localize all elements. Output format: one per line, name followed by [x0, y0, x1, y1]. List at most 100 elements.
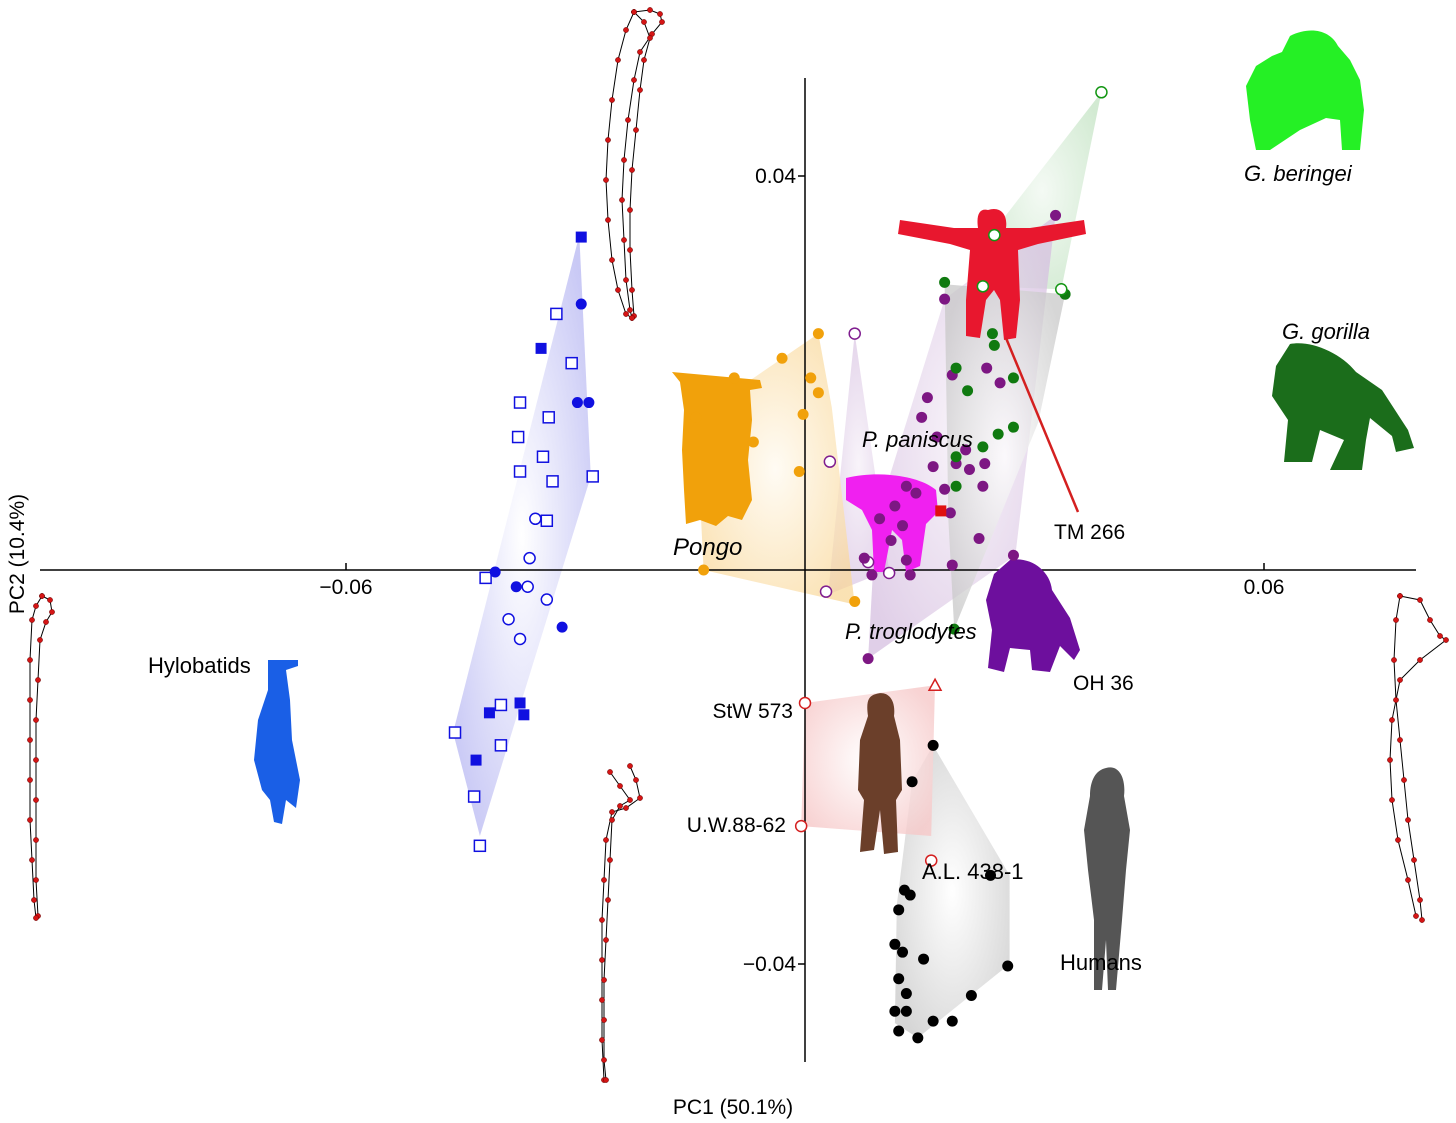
point-g-gorilla — [988, 339, 1000, 351]
point-humans — [904, 889, 916, 901]
landmark-dot — [1443, 637, 1449, 643]
landmark-dot — [33, 915, 39, 921]
point-g-gorilla — [962, 385, 974, 397]
landmark-dot — [1397, 677, 1403, 683]
landmark-dot — [621, 237, 627, 243]
landmark-dot — [1417, 657, 1423, 663]
point-pongo — [698, 564, 710, 576]
beringei-link — [1157, 280, 1317, 287]
point-hylobatids — [521, 580, 534, 593]
point-fossil-stw-573 — [798, 696, 812, 710]
landmark-dot — [605, 897, 611, 903]
landmark-dot — [29, 617, 35, 623]
label-stw573: StW 573 — [712, 700, 793, 723]
point-pongo — [793, 466, 805, 477]
landmark-dot — [617, 803, 623, 809]
specimen-labels: StW 573 U.W.88-62 A.L. 438-1 OH 36 TM 26… — [687, 521, 1134, 884]
landmark-dot — [615, 287, 621, 293]
point-g-beringei — [988, 228, 1001, 242]
landmark-dot — [33, 717, 39, 723]
label-humans: Humans — [1060, 950, 1142, 975]
landmark-dot — [641, 57, 647, 63]
point-p-troglodytes — [916, 411, 928, 423]
landmark-dot — [605, 217, 611, 223]
point-p-troglodytes — [994, 377, 1006, 389]
landmark-dot — [33, 757, 39, 763]
landmark-dot — [629, 287, 635, 293]
landmark-dot — [33, 877, 39, 883]
landmark-dot — [599, 997, 605, 1003]
landmark-dot — [27, 737, 33, 743]
x-tick-label: −0.06 — [319, 576, 372, 599]
landmark-dot — [637, 87, 643, 93]
landmark-dot — [43, 619, 49, 625]
landmark-dot — [603, 177, 609, 183]
landmark-dot — [49, 609, 55, 615]
point-g-gorilla — [950, 362, 962, 374]
landmark-dot — [1387, 757, 1393, 763]
landmark-dot — [623, 805, 629, 811]
point-p-troglodytes — [904, 569, 916, 581]
point-p-troglodytes — [885, 534, 897, 546]
point-hylobatids — [575, 298, 587, 310]
point-hylobatids — [575, 231, 587, 243]
landmark-dot — [1393, 697, 1399, 703]
humerus-wireframe-left — [29, 595, 53, 919]
landmark-dot — [619, 197, 625, 203]
landmark-dot — [27, 657, 33, 663]
landmark-dot — [609, 817, 615, 823]
landmark-dot — [47, 597, 53, 603]
label-uw88-62: U.W.88-62 — [687, 814, 786, 837]
point-hylobatids — [473, 839, 487, 853]
point-g-gorilla — [992, 428, 1004, 440]
point-g-gorilla — [1007, 421, 1019, 433]
landmark-dot — [1405, 877, 1411, 883]
point-hylobatids — [467, 790, 481, 803]
point-g-beringei — [1095, 86, 1108, 99]
landmark-dot — [607, 769, 613, 775]
landmark-dot — [629, 167, 635, 173]
landmark-dot — [1413, 913, 1419, 919]
axes: −0.06 0.06 0.04 −0.04 PC1 (50.1%) PC2 (1… — [6, 78, 1416, 1119]
point-g-gorilla — [1007, 372, 1019, 384]
landmark-dot — [1401, 777, 1407, 783]
landmark-dot — [599, 957, 605, 963]
point-pongo — [849, 596, 861, 608]
orangutan-silhouette — [672, 372, 762, 526]
point-p-troglodytes — [858, 552, 870, 564]
landmark-dot — [657, 11, 663, 17]
landmark-dot — [623, 277, 629, 283]
point-p-troglodytes — [963, 464, 975, 476]
humerus-wireframe-right — [1389, 595, 1447, 921]
landmark-dot — [1393, 617, 1399, 623]
point-g-gorilla — [950, 451, 962, 463]
landmark-dot — [1397, 593, 1403, 599]
point-hylobatids — [583, 397, 595, 409]
point-p-troglodytes — [979, 458, 991, 470]
point-g-beringei — [1055, 283, 1068, 296]
label-g-beringei: G. beringei — [1244, 161, 1353, 186]
landmark-dot — [603, 837, 609, 843]
landmark-dot — [607, 857, 613, 863]
landmark-dot — [633, 777, 639, 783]
point-hylobatids — [523, 551, 536, 565]
landmark-dot — [609, 97, 615, 103]
landmark-dot — [1405, 817, 1411, 823]
landmark-dot — [31, 897, 37, 903]
point-humans — [918, 953, 930, 965]
landmark-dot — [605, 137, 611, 143]
point-hylobatids — [514, 697, 526, 709]
group-labels: Hylobatids Pongo P. paniscus P. troglody… — [148, 161, 1370, 975]
point-p-troglodytes — [889, 500, 901, 512]
landmark-dot — [601, 1057, 607, 1063]
point-p-troglodytes — [946, 559, 958, 571]
landmark-dot — [617, 783, 623, 789]
landmark-dot — [1437, 633, 1443, 639]
landmark-dot — [637, 795, 643, 801]
landmark-dot — [637, 49, 643, 55]
landmark-dot — [623, 311, 629, 317]
hull-hylobatids — [453, 235, 591, 837]
point-humans — [946, 1015, 958, 1027]
landmark-dot — [1411, 857, 1417, 863]
landmark-dot — [601, 1017, 607, 1023]
